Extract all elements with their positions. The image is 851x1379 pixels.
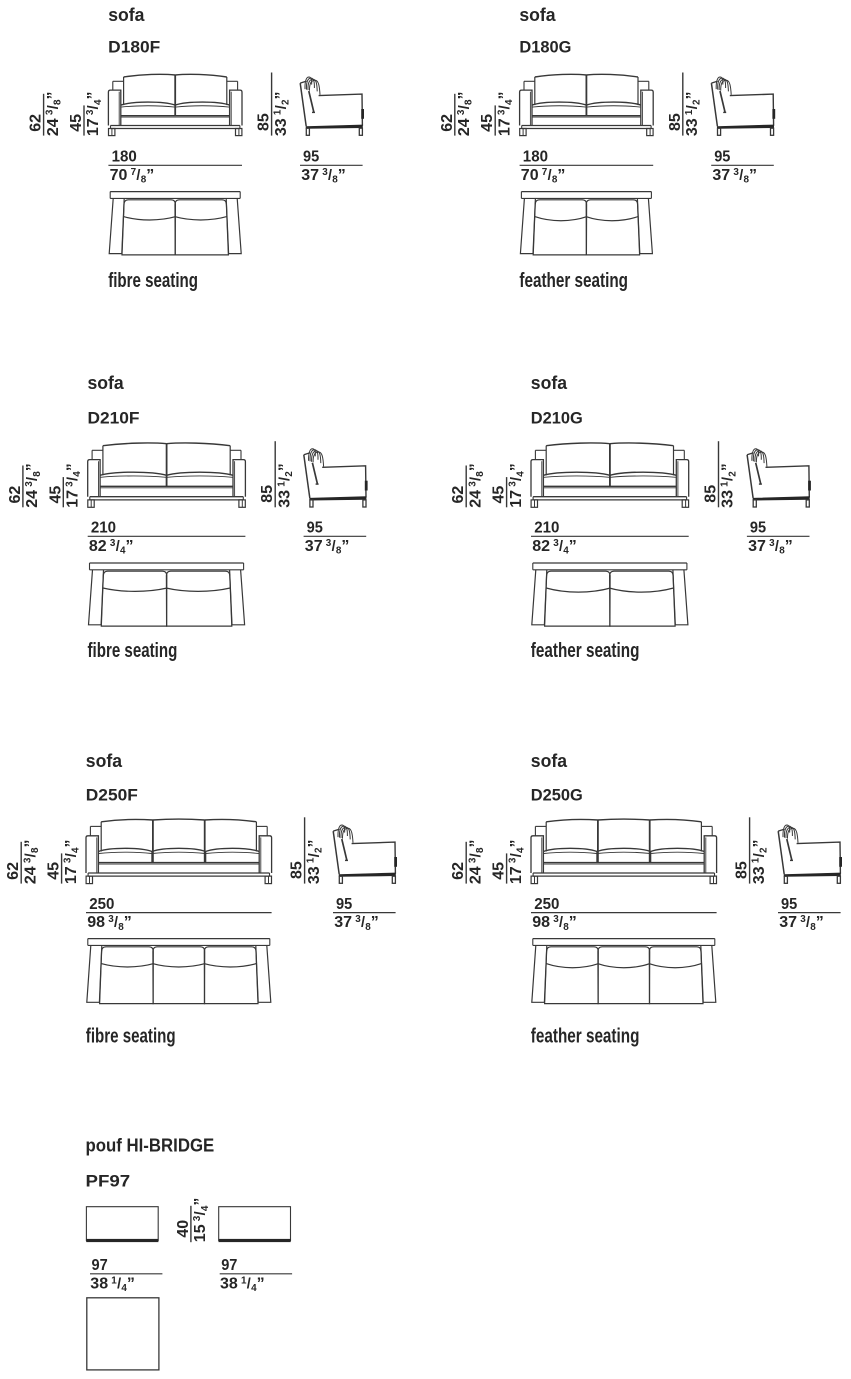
svg-text:feather seating: feather seating: [519, 270, 628, 292]
svg-text:D250G: D250G: [531, 787, 583, 805]
svg-text:62: 62: [7, 486, 24, 504]
svg-text:45: 45: [68, 114, 85, 132]
svg-text:180: 180: [523, 149, 548, 166]
svg-text:45: 45: [491, 862, 508, 880]
svg-text:45: 45: [491, 486, 508, 504]
svg-text:210: 210: [91, 520, 116, 537]
svg-text:sofa: sofa: [88, 372, 125, 393]
svg-text:85: 85: [289, 861, 306, 879]
svg-text:feather seating: feather seating: [531, 640, 640, 662]
svg-text:85: 85: [256, 113, 273, 131]
svg-text:fibre seating: fibre seating: [86, 1026, 176, 1048]
svg-text:95: 95: [307, 520, 323, 537]
svg-text:97: 97: [221, 1257, 237, 1274]
svg-text:85: 85: [734, 861, 751, 879]
svg-text:sofa: sofa: [108, 4, 145, 25]
svg-text:250: 250: [534, 896, 559, 913]
svg-text:D210G: D210G: [531, 409, 583, 427]
svg-text:sofa: sofa: [531, 372, 568, 393]
svg-text:D180G: D180G: [519, 39, 571, 57]
svg-text:97: 97: [92, 1257, 108, 1274]
svg-text:180: 180: [112, 149, 137, 166]
svg-text:95: 95: [336, 896, 352, 913]
svg-text:62: 62: [450, 486, 467, 504]
svg-text:95: 95: [750, 520, 766, 537]
svg-text:sofa: sofa: [86, 750, 123, 771]
svg-text:pouf HI-BRIDGE: pouf HI-BRIDGE: [86, 1134, 215, 1155]
svg-text:62: 62: [439, 114, 456, 132]
svg-text:85: 85: [259, 485, 276, 503]
svg-text:85: 85: [703, 485, 720, 503]
svg-text:fibre seating: fibre seating: [88, 640, 178, 662]
svg-text:95: 95: [714, 149, 730, 166]
svg-text:feather seating: feather seating: [531, 1026, 640, 1048]
svg-text:45: 45: [47, 486, 64, 504]
svg-text:PF97: PF97: [86, 1172, 131, 1190]
svg-text:45: 45: [479, 114, 496, 132]
svg-text:85: 85: [667, 113, 684, 131]
svg-text:D210F: D210F: [88, 409, 140, 427]
svg-text:D180F: D180F: [108, 39, 160, 57]
svg-text:62: 62: [28, 114, 45, 132]
svg-text:62: 62: [5, 862, 22, 880]
svg-text:fibre seating: fibre seating: [108, 270, 198, 292]
svg-text:95: 95: [303, 149, 319, 166]
svg-text:40: 40: [175, 1220, 192, 1238]
svg-text:250: 250: [89, 896, 114, 913]
svg-text:95: 95: [781, 896, 797, 913]
svg-text:D250F: D250F: [86, 787, 138, 805]
svg-text:45: 45: [46, 862, 63, 880]
svg-text:210: 210: [534, 520, 559, 537]
svg-text:sofa: sofa: [519, 4, 556, 25]
svg-text:62: 62: [450, 862, 467, 880]
svg-text:sofa: sofa: [531, 750, 568, 771]
